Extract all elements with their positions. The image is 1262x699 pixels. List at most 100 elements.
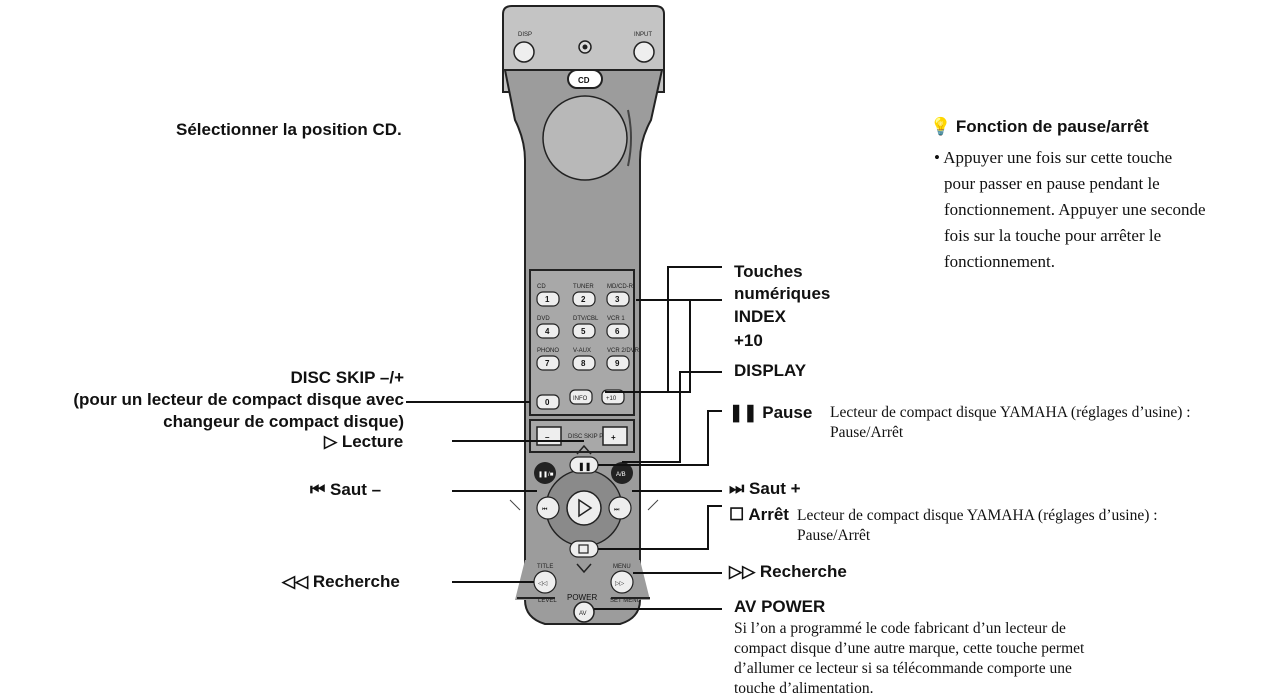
plus10-button-label: +10 [606,396,617,402]
key-8[interactable] [572,355,596,371]
stop-label: ☐ Arrêt [729,505,789,525]
key-4-label: 4 [545,327,550,336]
index-button[interactable] [569,389,593,405]
pause-label-title: Pause [762,403,813,422]
numeric-keys-label-2: numériques [734,284,831,303]
key-4[interactable] [536,323,560,339]
skip-plus-label-icon: ⏭ [729,479,745,498]
play-label-text: Lecture [341,432,404,451]
plus10-button[interactable] [601,389,625,405]
stop-label-icon: ☐ [729,505,745,524]
key-sub-label: DTV/CBL [573,316,599,322]
key-0[interactable] [536,394,560,410]
pause-icon: ❚❚ [578,462,591,472]
disc-minus-label: – [545,433,550,442]
search-forward-button[interactable] [610,570,634,594]
search-forward-label-icon: ▷▷ [729,562,756,581]
tip-title: 💡 Fonction de pause/arrêt [930,117,1149,137]
pause-stop-small-button[interactable] [534,462,556,484]
stop-desc: Lecteur de compact disque YAMAHA (réglag… [797,507,1158,544]
stop-button[interactable] [569,540,599,558]
select-cd-label: Sélectionner la position CD. [176,120,402,139]
key-sub-label: VCR 1 [607,316,625,322]
key-1[interactable] [536,291,560,307]
disc-skip-label: DISC SKIP –/+ [290,368,404,387]
skip-plus-label-text: Saut + [749,479,801,498]
display-label: DISPLAY [734,361,807,380]
key-sub-label: VCR 2/DVR [607,348,640,354]
skip-minus-label-icon: ⏮ [310,480,326,499]
level-label: LEVEL [538,598,557,604]
skip-plus-icon: ⏭ [614,507,620,513]
search-back-label: ◁◁ Recherche [282,572,400,592]
disc-skip-desc-2: changeur de compact disque) [163,412,404,431]
set-menu-label: SET MENU [610,598,641,604]
skip-minus-icon: ⏮ [542,507,548,513]
av-power-button[interactable] [573,601,595,623]
key-5-label: 5 [581,327,586,336]
jog-dial[interactable] [542,95,628,181]
key-3-label: 3 [615,295,620,304]
display-button[interactable] [611,462,633,484]
index-label: INDEX [734,307,786,326]
plus10-label: +10 [734,331,763,350]
key-9-label: 9 [615,359,620,368]
search-back-icon: ◁◁ [538,581,548,587]
numeric-keys-label-1: Touches [734,262,803,281]
disp-label: DISP [518,32,532,38]
search-forward-label: ▷▷ Recherche [729,562,847,582]
key-2-label: 2 [581,295,586,304]
key-0-label: 0 [545,398,550,407]
cd-button-label: CD [578,76,590,85]
search-forward-label-text: Recherche [759,562,847,581]
disc-plus-label: + [611,433,616,442]
index-button-label: INFO [573,396,588,402]
key-sub-label: CD [537,284,546,290]
key-6-label: 6 [615,327,620,336]
input-button[interactable] [633,41,655,63]
skip-minus-label-text: Saut – [330,480,382,499]
lightbulb-icon: 💡 [930,117,952,136]
av-power-desc: Si l’on a programmé le code fabricant d’… [734,620,1085,697]
pause-label: ❚❚ Pause [729,403,812,423]
av-power-button-label: AV [579,611,587,617]
av-power-label: AV POWER [734,597,826,616]
skip-plus-button[interactable] [608,496,632,520]
key-sub-label: TUNER [573,284,594,290]
leader-lines [406,266,722,610]
key-7-label: 7 [545,359,550,368]
pause-desc: Lecteur de compact disque YAMAHA (réglag… [830,404,1191,441]
power-label: POWER [567,593,597,602]
key-9[interactable] [606,355,630,371]
key-5[interactable] [572,323,596,339]
input-label: INPUT [634,32,652,38]
key-3[interactable] [606,291,630,307]
disp-button[interactable] [513,41,535,63]
key-sub-label: PHONO [537,348,559,354]
key-sub-label: DVD [537,316,550,322]
tip-title-text: Fonction de pause/arrêt [955,117,1149,136]
play-icon [578,498,593,518]
cd-button[interactable] [567,69,603,89]
skip-minus-button[interactable] [536,496,560,520]
skip-plus-label: ⏭ Saut + [729,479,801,499]
menu-label: MENU [613,564,631,570]
tip-body: • Appuyer une fois sur cette touche pour… [934,148,1206,271]
title-label: TITLE [537,564,553,570]
play-label: ▷ Lecture [324,432,403,452]
play-button[interactable] [566,490,602,526]
key-7[interactable] [536,355,560,371]
pause-stop-small-icon: ❚❚/■ [538,471,554,478]
search-back-label-text: Recherche [312,572,400,591]
pause-label-icon: ❚❚ [729,403,758,422]
display-button-label: A/B [616,472,626,478]
disc-skip-plus-button[interactable] [602,426,628,446]
skip-minus-label: ⏮ Saut – [310,480,381,500]
key-2[interactable] [572,291,596,307]
key-6[interactable] [606,323,630,339]
key-sub-label: MD/CD-R [607,284,634,290]
search-back-label-icon: ◁◁ [282,572,309,591]
key-8-label: 8 [581,359,586,368]
down-arrow-icon [576,563,592,574]
